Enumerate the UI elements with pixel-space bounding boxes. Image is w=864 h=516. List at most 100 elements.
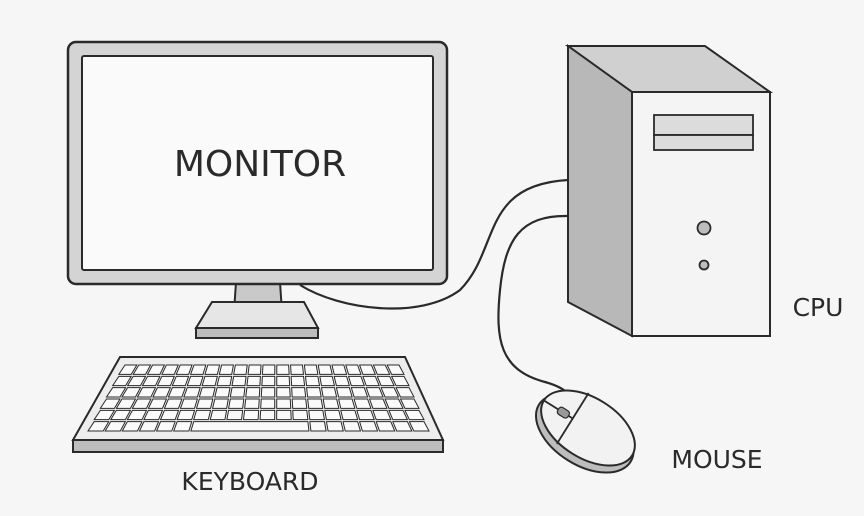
keyboard-key	[260, 387, 276, 398]
keyboard-key	[247, 364, 262, 375]
keyboard-key	[345, 364, 362, 375]
keyboard-key	[276, 364, 290, 375]
keyboard-key	[307, 398, 324, 409]
keyboard-key	[173, 421, 193, 432]
keyboard-key	[261, 375, 276, 387]
keyboard-key	[244, 398, 260, 409]
keyboard-key	[372, 409, 392, 421]
keyboard-key	[291, 398, 308, 409]
keyboard-key	[325, 421, 344, 432]
keyboard-key	[228, 398, 245, 409]
keyboard-key	[155, 421, 176, 432]
keyboard-key	[340, 409, 359, 421]
keyboard-key	[147, 398, 168, 409]
keyboard-key	[292, 409, 309, 421]
keyboard-key	[388, 409, 409, 421]
keyboard-key	[276, 398, 292, 409]
monitor-cable	[299, 178, 569, 310]
keyboard-key	[260, 398, 276, 409]
keyboard-key	[131, 398, 152, 409]
keyboard-key	[209, 409, 228, 421]
keyboard-key	[126, 409, 148, 421]
keyboard-key	[399, 398, 420, 409]
keyboard-key	[350, 387, 369, 398]
keyboard-key	[322, 398, 340, 409]
keyboard-key	[276, 387, 291, 398]
keyboard-key	[126, 375, 147, 387]
keyboard-key	[380, 387, 400, 398]
keyboard-key	[204, 364, 221, 375]
keyboard-key	[186, 375, 204, 387]
keyboard-key	[320, 387, 338, 398]
keyboard-key	[368, 398, 388, 409]
keyboard-key	[395, 387, 415, 398]
keyboard-key	[337, 398, 356, 409]
keyboard-key	[179, 398, 199, 409]
keyboard-key	[242, 409, 260, 421]
keyboard-key	[183, 387, 201, 398]
keyboard-key	[259, 409, 276, 421]
keyboard-key	[290, 364, 305, 375]
keyboard-key	[104, 421, 127, 432]
keyboard-key	[146, 364, 166, 375]
keyboard-key	[121, 387, 142, 398]
keyboard-key	[141, 375, 161, 387]
keyboard-key	[175, 364, 193, 375]
keyboard-key	[115, 398, 137, 409]
keyboard-key	[324, 409, 342, 421]
monitor-screen	[81, 55, 434, 271]
keyboard-key	[347, 375, 365, 387]
keyboard-keys	[87, 364, 430, 432]
keyboard-key	[276, 375, 291, 387]
keyboard-key	[304, 375, 321, 387]
keyboard-key	[163, 398, 183, 409]
scroll-wheel-icon	[556, 406, 571, 419]
keyboard-key	[342, 421, 362, 432]
keyboard-key	[198, 387, 216, 398]
keyboard-key	[171, 375, 190, 387]
keyboard-key	[136, 387, 157, 398]
keyboard-key	[309, 421, 327, 432]
reset-button-icon	[698, 259, 710, 271]
cpu-tower: CPU	[564, 44, 843, 338]
keyboard-key	[331, 364, 348, 375]
drive-bay	[653, 114, 754, 136]
keyboard-key	[362, 375, 380, 387]
keyboard-key	[176, 409, 196, 421]
keyboard-key	[105, 387, 127, 398]
keyboard-key	[358, 421, 379, 432]
keyboard-key	[261, 364, 276, 375]
keyboard-key	[167, 387, 186, 398]
keyboard-key	[143, 409, 164, 421]
mouse	[534, 389, 636, 474]
monitor-base-edge	[195, 327, 319, 339]
keyboard-key	[93, 409, 116, 421]
keyboard-key	[303, 364, 319, 375]
keyboard-key	[291, 387, 307, 398]
keyboard-key	[233, 364, 248, 375]
keyboard-key	[109, 409, 132, 421]
keyboard-key	[161, 364, 179, 375]
keyboard-key	[390, 375, 410, 387]
keyboard-key	[276, 409, 292, 421]
keyboard-key	[290, 375, 306, 387]
keyboard-key	[132, 364, 152, 375]
monitor: MONITOR	[66, 40, 449, 339]
keyboard-key	[214, 387, 231, 398]
keyboard-edge	[72, 439, 444, 453]
keyboard-key	[365, 387, 384, 398]
keyboard-key	[226, 409, 244, 421]
keyboard-key	[99, 398, 121, 409]
keyboard-key	[317, 364, 333, 375]
keyboard-key	[193, 409, 212, 421]
keyboard-key	[152, 387, 172, 398]
keyboard-key	[211, 398, 229, 409]
keyboard-key	[372, 364, 391, 375]
keyboard-key	[335, 387, 353, 398]
keyboard-key	[404, 409, 425, 421]
keyboard-key	[138, 421, 160, 432]
keyboard-key	[392, 421, 413, 432]
keyboard-key	[306, 387, 322, 398]
mouse-label: MOUSE	[671, 445, 762, 474]
